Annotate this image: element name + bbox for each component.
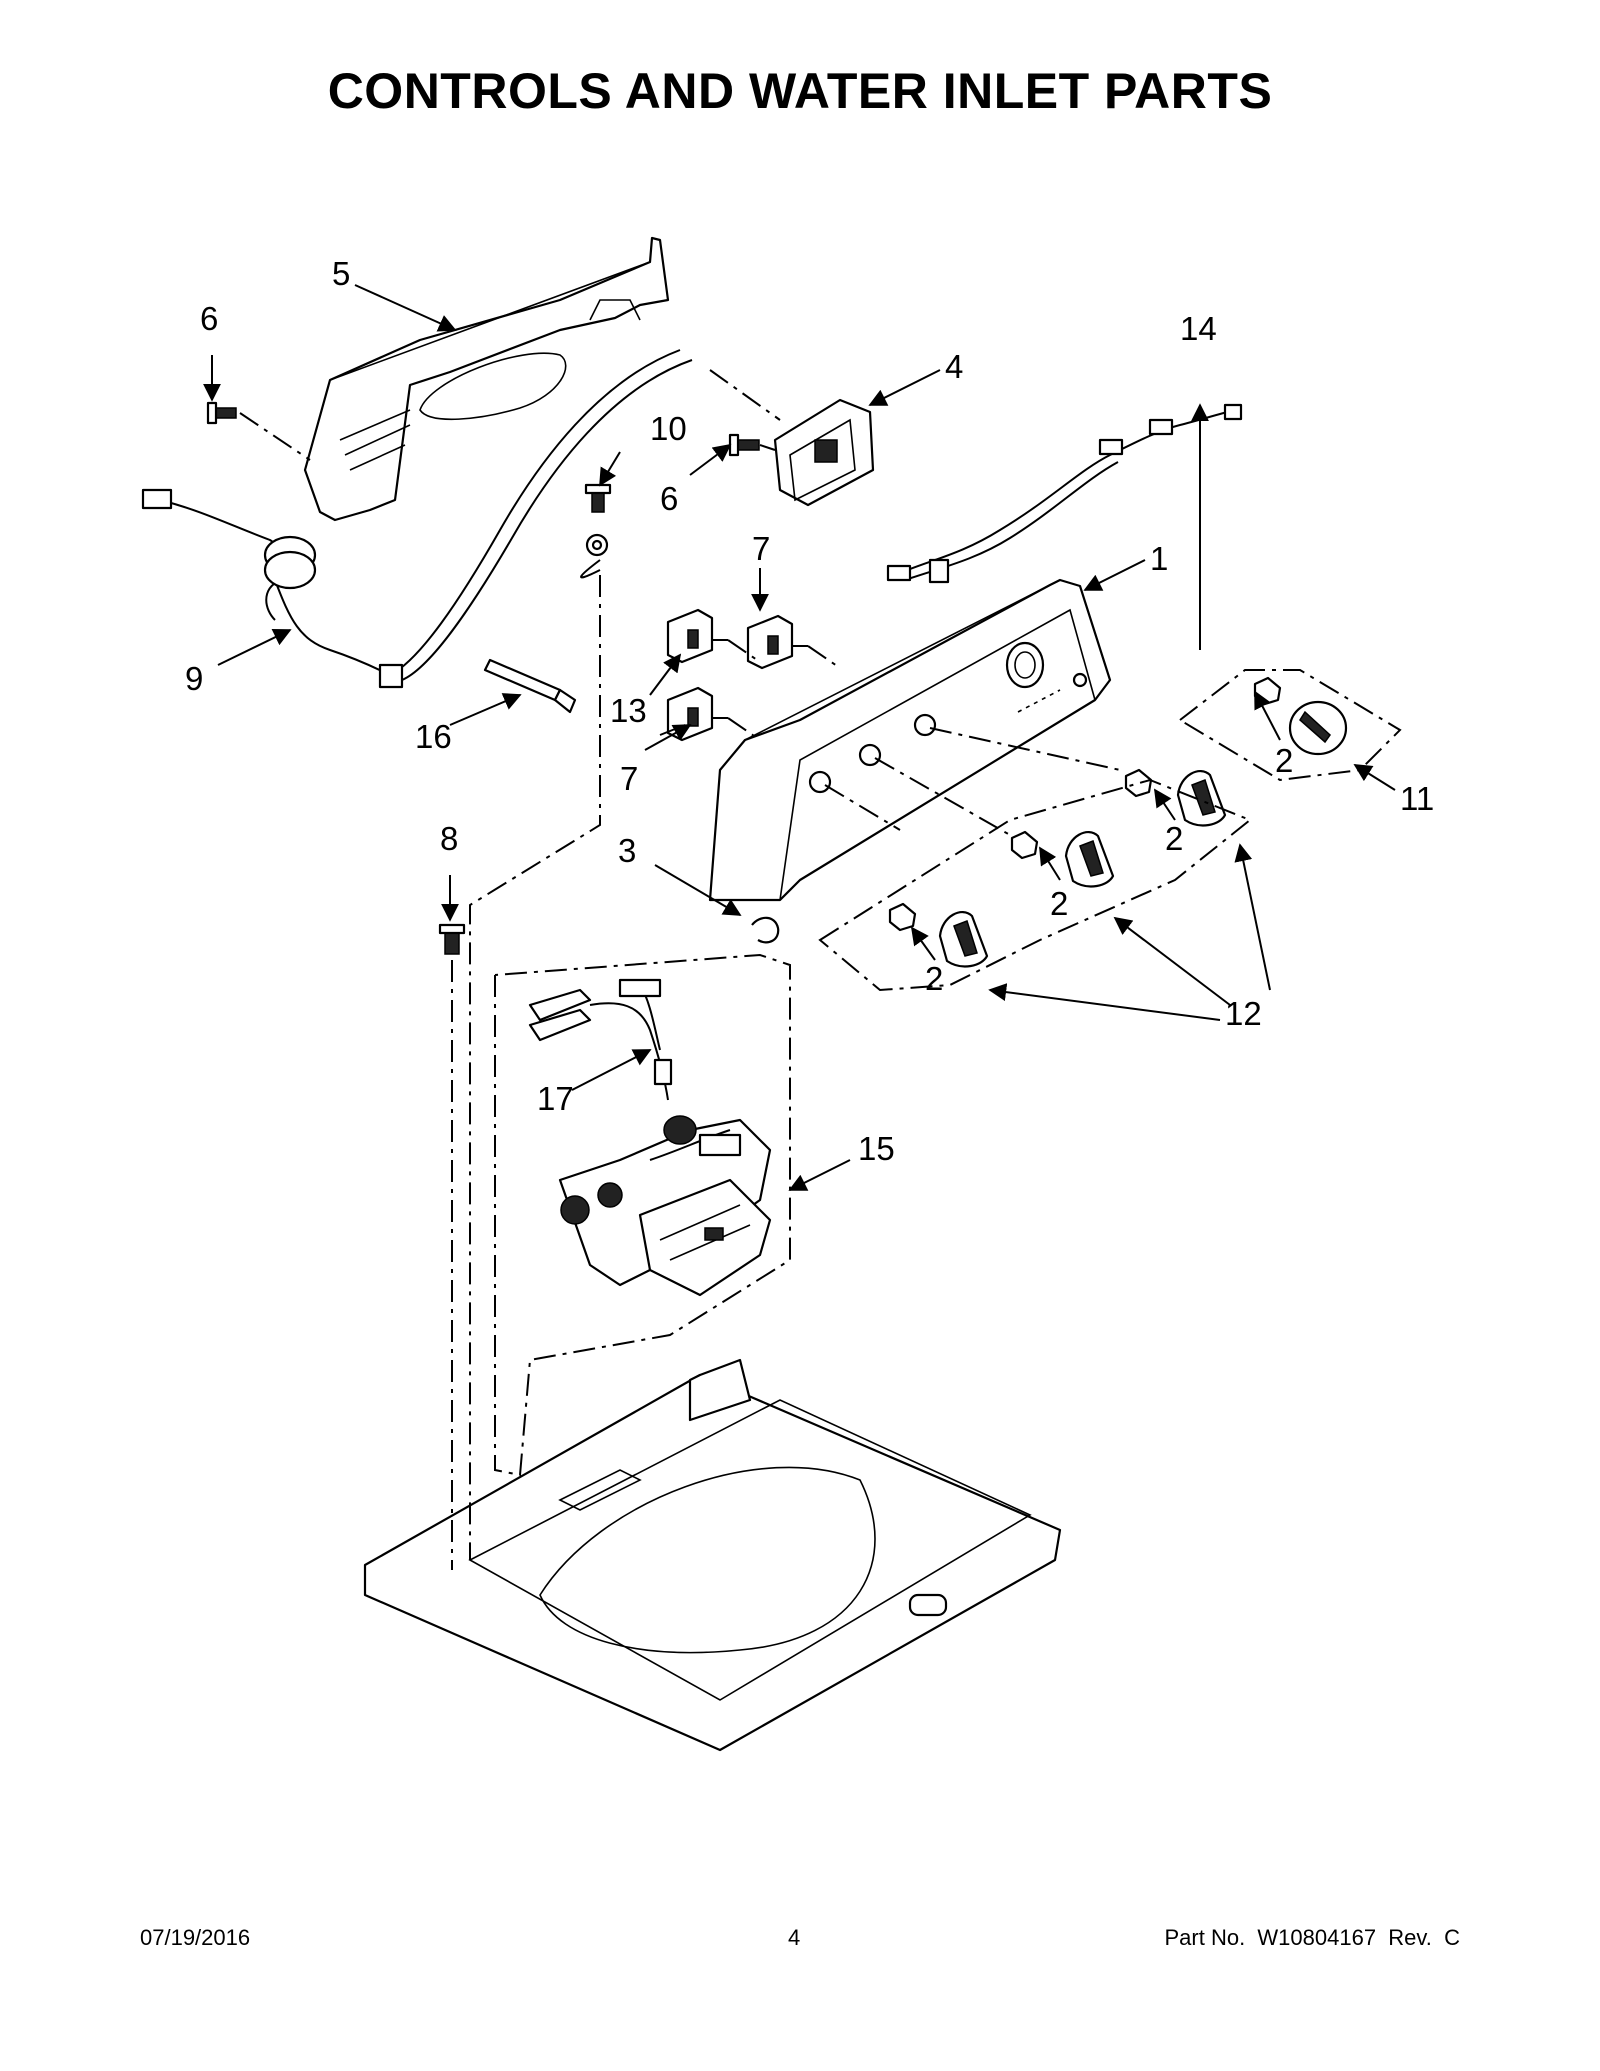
board-path (709, 369, 781, 421)
screw-6-left-path (239, 412, 311, 461)
callout-15: 15 (858, 1130, 895, 1167)
switch-path-right (807, 645, 841, 669)
callout-2-b: 2 (1165, 820, 1183, 857)
insert-2-b (1124, 768, 1153, 798)
callout-2-d: 2 (925, 960, 943, 997)
knob-12-b (1064, 831, 1115, 888)
knob-boundary-11 (1179, 669, 1402, 782)
knob-path-c (929, 727, 1121, 771)
screw-8 (438, 923, 466, 955)
knob-12-c (938, 911, 989, 968)
callout-7-upper: 7 (752, 530, 770, 567)
leader-arrows (203, 284, 1396, 1191)
water-inlet-valve (558, 1115, 772, 1297)
clip-3 (751, 916, 780, 944)
callout-9: 9 (185, 660, 203, 697)
power-cord (141, 349, 693, 689)
insert-2-d (888, 902, 917, 932)
callout-8: 8 (440, 820, 458, 857)
callout-11: 11 (1400, 780, 1434, 817)
switch-13 (666, 608, 728, 664)
callout-2-a: 2 (1275, 742, 1293, 779)
screw-6-right-path (759, 444, 776, 451)
callout-13: 13 (610, 692, 647, 729)
group-boundary-valve (494, 953, 791, 1477)
screw-10 (584, 483, 612, 513)
callout-6-left: 6 (200, 300, 218, 337)
control-console (708, 578, 1112, 902)
footer-date: 07/19/2016 (140, 1925, 251, 1950)
screw-6-left (206, 401, 237, 425)
cable-tie (483, 658, 577, 714)
callout-6-right: 6 (660, 480, 678, 517)
callout-16: 16 (415, 718, 452, 755)
inlet-harness (528, 978, 673, 1101)
footer-page-number: 4 (788, 1925, 801, 1950)
knob-path-b (874, 757, 1011, 836)
wire-harness (886, 403, 1243, 584)
callout-7-lower: 7 (620, 760, 638, 797)
page-title: CONTROLS AND WATER INLET PARTS (327, 63, 1273, 119)
switch-path-upper (727, 639, 761, 663)
switch-7-upper (746, 614, 808, 670)
callout-14: 14 (1180, 310, 1217, 347)
footer-part-number: Part No. W10804167 Rev. C (1164, 1925, 1460, 1950)
callout-10: 10 (650, 410, 687, 447)
callout-3: 3 (618, 832, 636, 869)
knob-path-a (824, 784, 901, 831)
ground-wire-path (469, 575, 601, 1560)
control-board (773, 398, 875, 507)
switch-path-lower (727, 717, 761, 741)
knob-12-a (1176, 770, 1227, 827)
callout-17: 17 (537, 1080, 574, 1117)
cabinet-top-panel (363, 1358, 1062, 1752)
callout-2-c: 2 (1050, 885, 1068, 922)
insert-2-c (1010, 830, 1039, 860)
callout-1: 1 (1150, 540, 1168, 577)
screw-6-right (728, 433, 760, 457)
callout-4: 4 (945, 348, 963, 385)
callout-12: 12 (1225, 995, 1262, 1032)
rear-console-panel (303, 236, 670, 522)
callout-5: 5 (332, 255, 350, 292)
knob-boundary-12 (818, 778, 1252, 992)
knob-11 (1288, 700, 1348, 756)
